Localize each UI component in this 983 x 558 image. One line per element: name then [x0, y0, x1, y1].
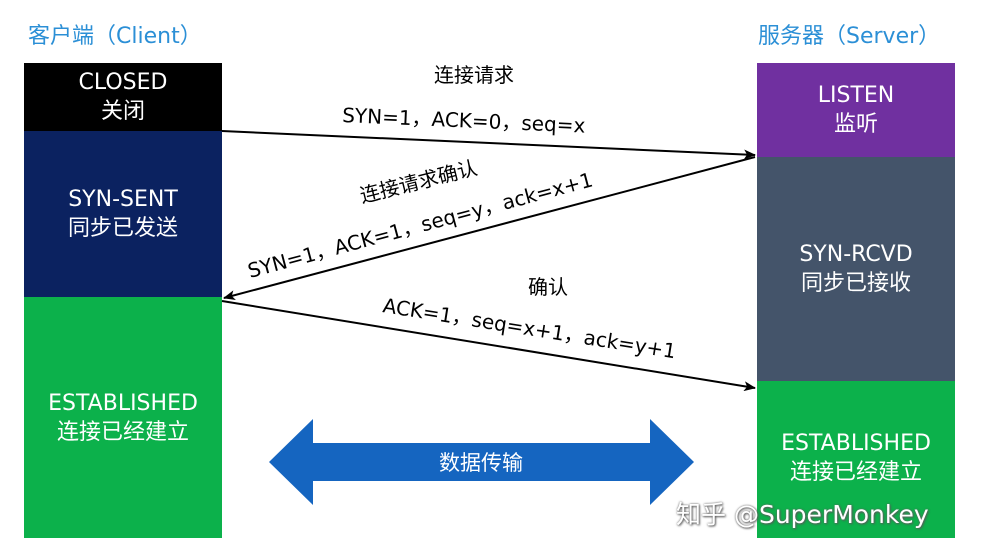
state-name: LISTEN: [817, 83, 895, 108]
state-name-zh: 同步已接收: [800, 271, 911, 296]
state-name-zh: 关闭: [100, 99, 145, 124]
state-name: ESTABLISHED: [48, 390, 198, 416]
ack-arrow: [221, 300, 756, 392]
state-name-zh: 连接已经建立: [789, 460, 922, 485]
server-state-established: ESTABLISHED 连接已经建立: [757, 381, 955, 538]
client-state-established: ESTABLISHED 连接已经建立: [24, 297, 222, 538]
server-state-listen: LISTEN 监听: [757, 63, 955, 157]
state-name-zh: 同步已发送: [67, 216, 178, 241]
state-name-zh: 监听: [833, 112, 878, 137]
data-transfer-label: 数据传输: [439, 451, 523, 475]
syn-title: 连接请求: [434, 63, 514, 87]
server-state-syn-rcvd: SYN-RCVD 同步已接收: [757, 157, 955, 381]
syn-detail: SYN=1，ACK=0，seq=x: [342, 103, 586, 138]
watermark: 知乎 @SuperMonkey: [676, 500, 929, 529]
server-header: 服务器（Server）: [758, 24, 941, 49]
state-name-zh: 连接已经建立: [56, 419, 189, 445]
state-name: ESTABLISHED: [781, 431, 931, 456]
ack-detail: ACK=1，seq=x+1，ack=y+1: [381, 293, 677, 363]
syn-ack-arrow: [223, 156, 756, 301]
state-name: SYN-SENT: [68, 187, 178, 212]
syn-arrow: [221, 130, 756, 160]
client-header: 客户端（Client）: [28, 24, 202, 49]
data-transfer-arrow: [269, 419, 694, 505]
syn-ack-title: 连接请求确认: [357, 156, 479, 208]
state-name: CLOSED: [78, 70, 168, 95]
client-state-syn-sent: SYN-SENT 同步已发送: [24, 131, 222, 297]
state-name: SYN-RCVD: [799, 242, 913, 267]
ack-title: 确认: [528, 275, 568, 299]
client-state-closed: CLOSED 关闭: [24, 63, 222, 131]
